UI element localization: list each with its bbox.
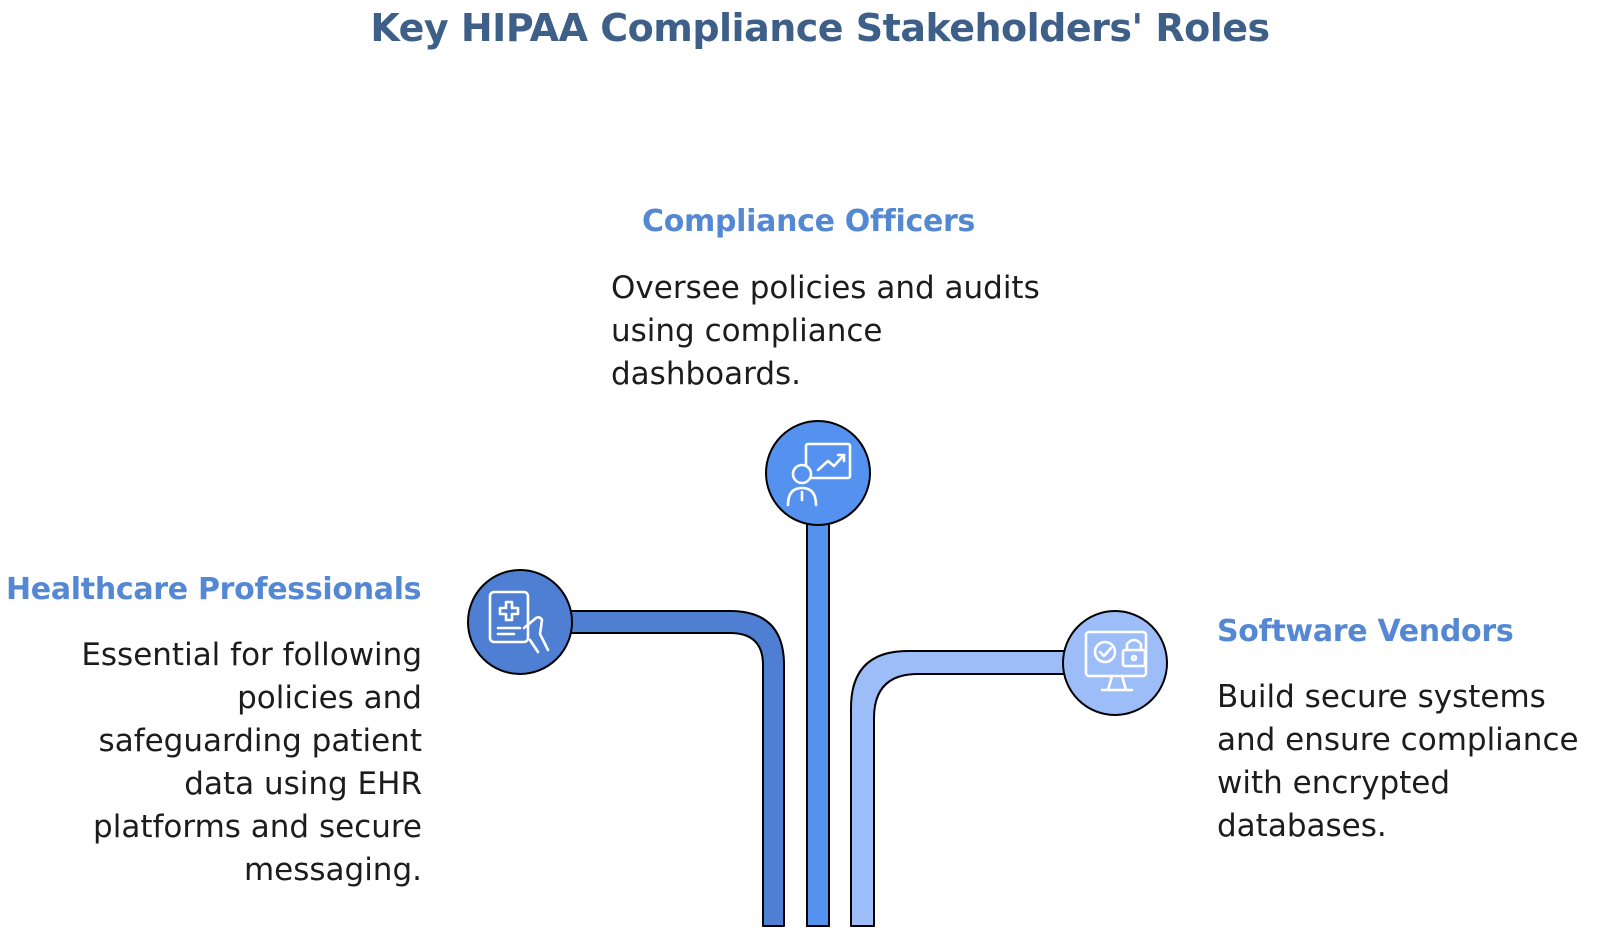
officers-node [765,420,871,526]
medical-tablet-icon [488,590,550,654]
software-vendors-description: Build secure systems and ensure complian… [1217,679,1579,844]
healthcare-professionals-heading: Healthcare Professionals [6,572,422,607]
page-title: Key HIPAA Compliance Stakeholders' Roles [370,6,1270,50]
healthcare-node [467,569,573,675]
compliance-officers-heading: Compliance Officers [642,204,976,239]
healthcare-professionals-description: Essential for following policies and saf… [81,637,422,888]
vendors-connector [850,650,1071,927]
officers-connector [806,499,830,927]
healthcare-connector [567,610,785,927]
software-vendors-heading: Software Vendors [1217,614,1514,649]
secure-monitor-icon [1084,630,1148,692]
presentation-chart-icon [786,442,852,507]
compliance-officers-description: Oversee policies and audits using compli… [611,270,1040,392]
vendors-node [1062,610,1168,716]
